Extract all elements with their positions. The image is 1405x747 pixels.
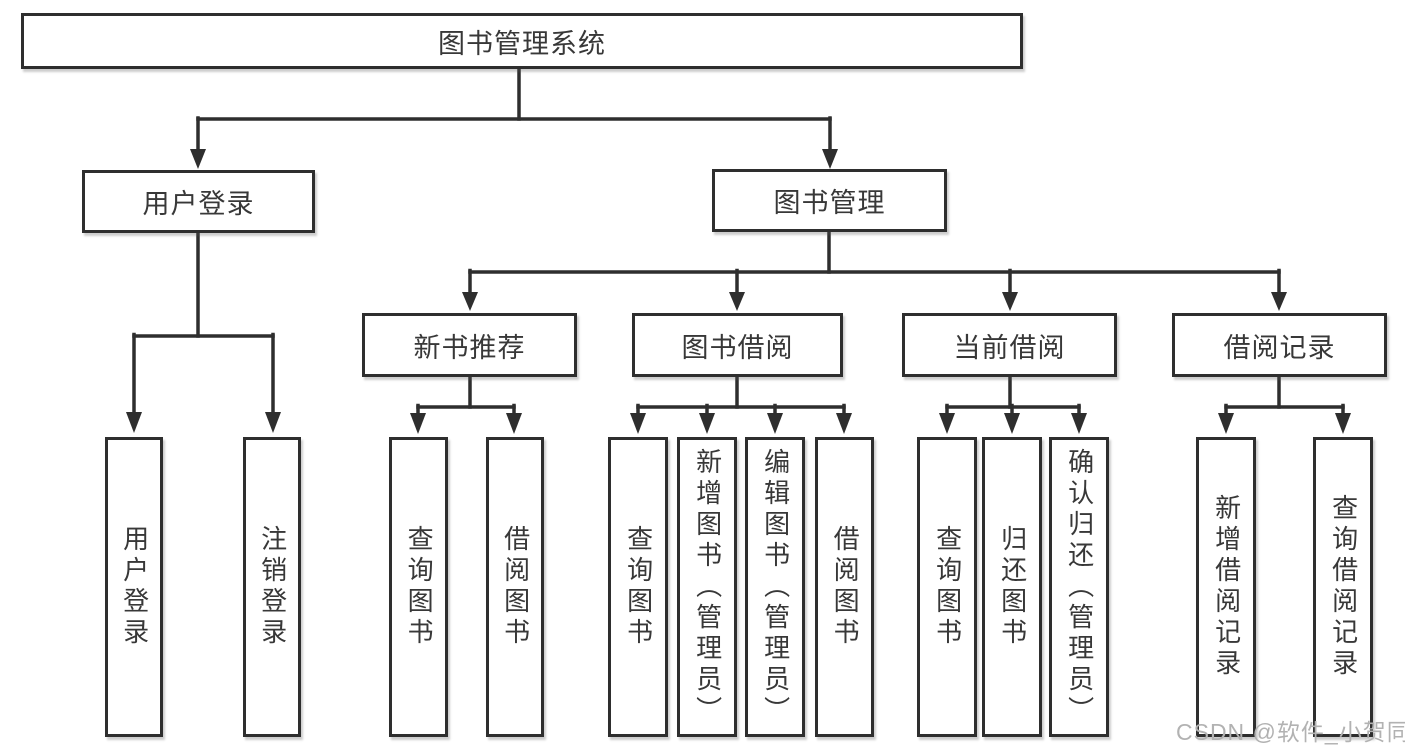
- leaf-confirm-return-admin: 确认归还（管理员）: [1049, 437, 1109, 737]
- csdn-watermark: CSDN @软件_小贺同学: [1176, 719, 1405, 745]
- node-label: 新增借阅记录: [1211, 494, 1242, 680]
- leaf-query-borrow-record: 查询借阅记录: [1313, 437, 1373, 737]
- node-label: 用户登录: [142, 189, 255, 219]
- node-label: 借阅图书: [500, 525, 531, 649]
- leaf-query-books-borrow: 查询图书: [608, 437, 668, 737]
- node-label: 查询借阅记录: [1328, 494, 1359, 680]
- leaf-return-books: 归还图书: [982, 437, 1042, 737]
- node-current-borrowing: 当前借阅: [902, 313, 1117, 377]
- node-label: 查询图书: [623, 525, 654, 649]
- leaf-logout: 注销登录: [243, 437, 301, 737]
- node-label: 图书管理: [773, 188, 886, 218]
- arrowheads: [126, 149, 1351, 434]
- node-label: 图书管理系统: [438, 28, 606, 59]
- node-new-book-recommend: 新书推荐: [362, 313, 577, 377]
- node-label: 图书借阅: [681, 332, 794, 363]
- node-label: 确认归还（管理员）: [1064, 447, 1095, 727]
- node-label: 新书推荐: [413, 332, 526, 363]
- node-book-borrowing: 图书借阅: [632, 313, 843, 377]
- node-label: 借阅记录: [1223, 332, 1336, 363]
- leaf-edit-books-admin: 编辑图书（管理员）: [745, 437, 805, 737]
- node-label: 查询图书: [932, 525, 963, 649]
- node-label: 编辑图书（管理员）: [760, 447, 791, 727]
- node-label: 新增图书（管理员）: [692, 447, 723, 727]
- leaf-borrow-books-recommend: 借阅图书: [486, 437, 544, 737]
- leaf-user-login: 用户登录: [105, 437, 163, 737]
- node-label: 归还图书: [997, 525, 1028, 649]
- node-label: 查询图书: [404, 525, 435, 649]
- leaf-borrow-books: 借阅图书: [815, 437, 874, 737]
- leaf-query-books-recommend: 查询图书: [389, 437, 448, 737]
- node-user-login: 用户登录: [82, 170, 315, 233]
- node-label: 用户登录: [119, 525, 150, 649]
- leaf-add-books-admin: 新增图书（管理员）: [677, 437, 737, 737]
- node-label: 借阅图书: [830, 525, 861, 649]
- node-library-management-system: 图书管理系统: [21, 13, 1023, 69]
- leaf-query-books-current: 查询图书: [917, 437, 977, 737]
- node-label: 当前借阅: [953, 332, 1066, 363]
- node-borrowing-records: 借阅记录: [1172, 313, 1387, 377]
- leaf-add-borrow-record: 新增借阅记录: [1196, 437, 1256, 737]
- node-label: 注销登录: [257, 525, 288, 649]
- node-book-management: 图书管理: [712, 169, 947, 232]
